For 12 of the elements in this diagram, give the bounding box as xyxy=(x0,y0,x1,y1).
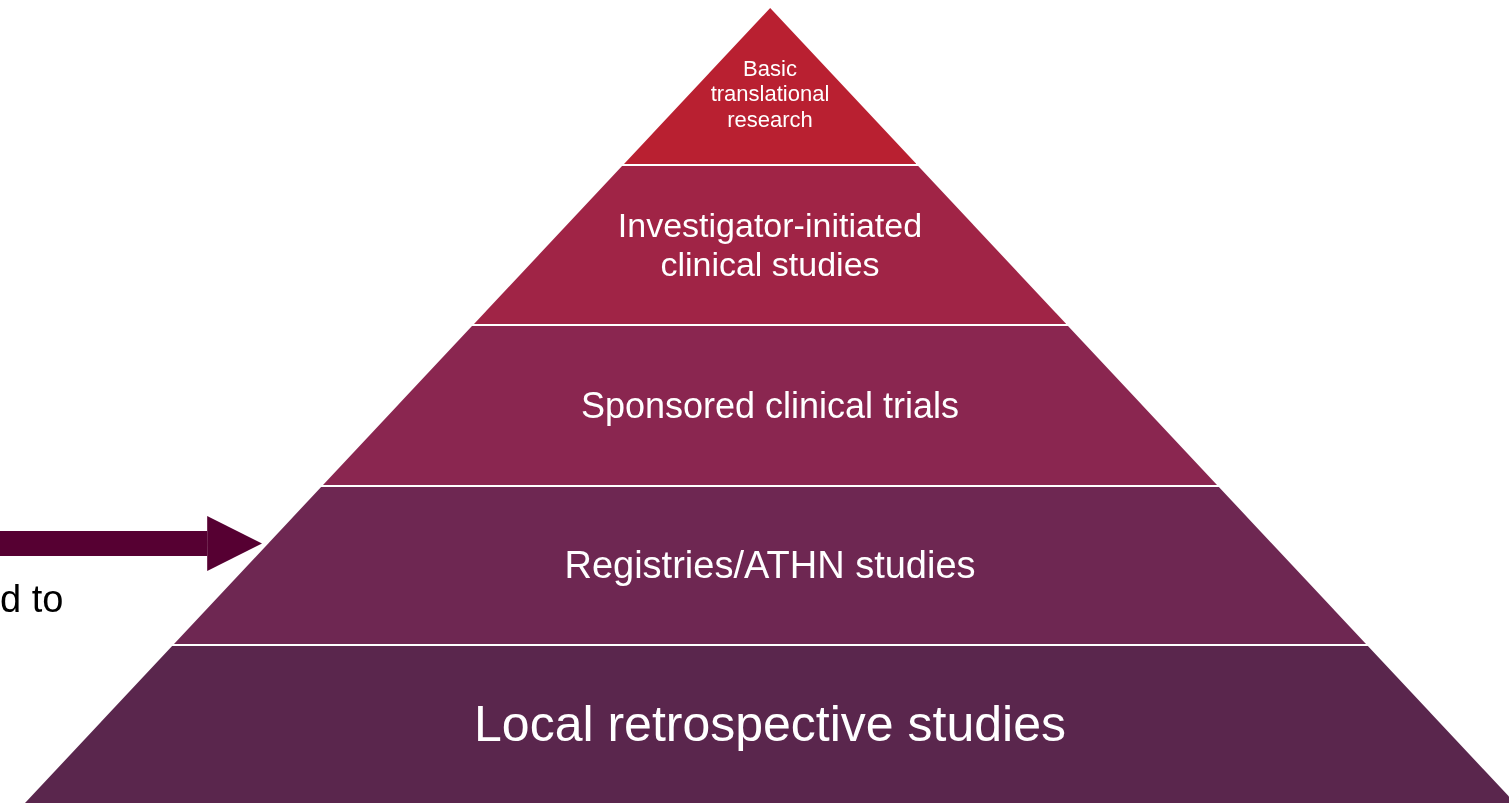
tier-label: Registries/ATHN studies xyxy=(563,543,977,588)
pyramid-tier xyxy=(623,8,917,164)
arrow xyxy=(0,516,263,571)
pyramid-tier xyxy=(473,166,1067,324)
text-fragment: d to xyxy=(0,578,64,621)
tier-label: Local retrospective studies xyxy=(473,695,1067,754)
pyramid-tier xyxy=(323,326,1217,485)
tier-label: Sponsored clinical trials xyxy=(579,384,961,427)
tier-label: Basic translational research xyxy=(709,56,831,132)
pyramid-tier xyxy=(174,487,1366,644)
tier-label: Investigator-initiated clinical studies xyxy=(616,205,924,285)
pyramid-tier xyxy=(25,646,1509,803)
